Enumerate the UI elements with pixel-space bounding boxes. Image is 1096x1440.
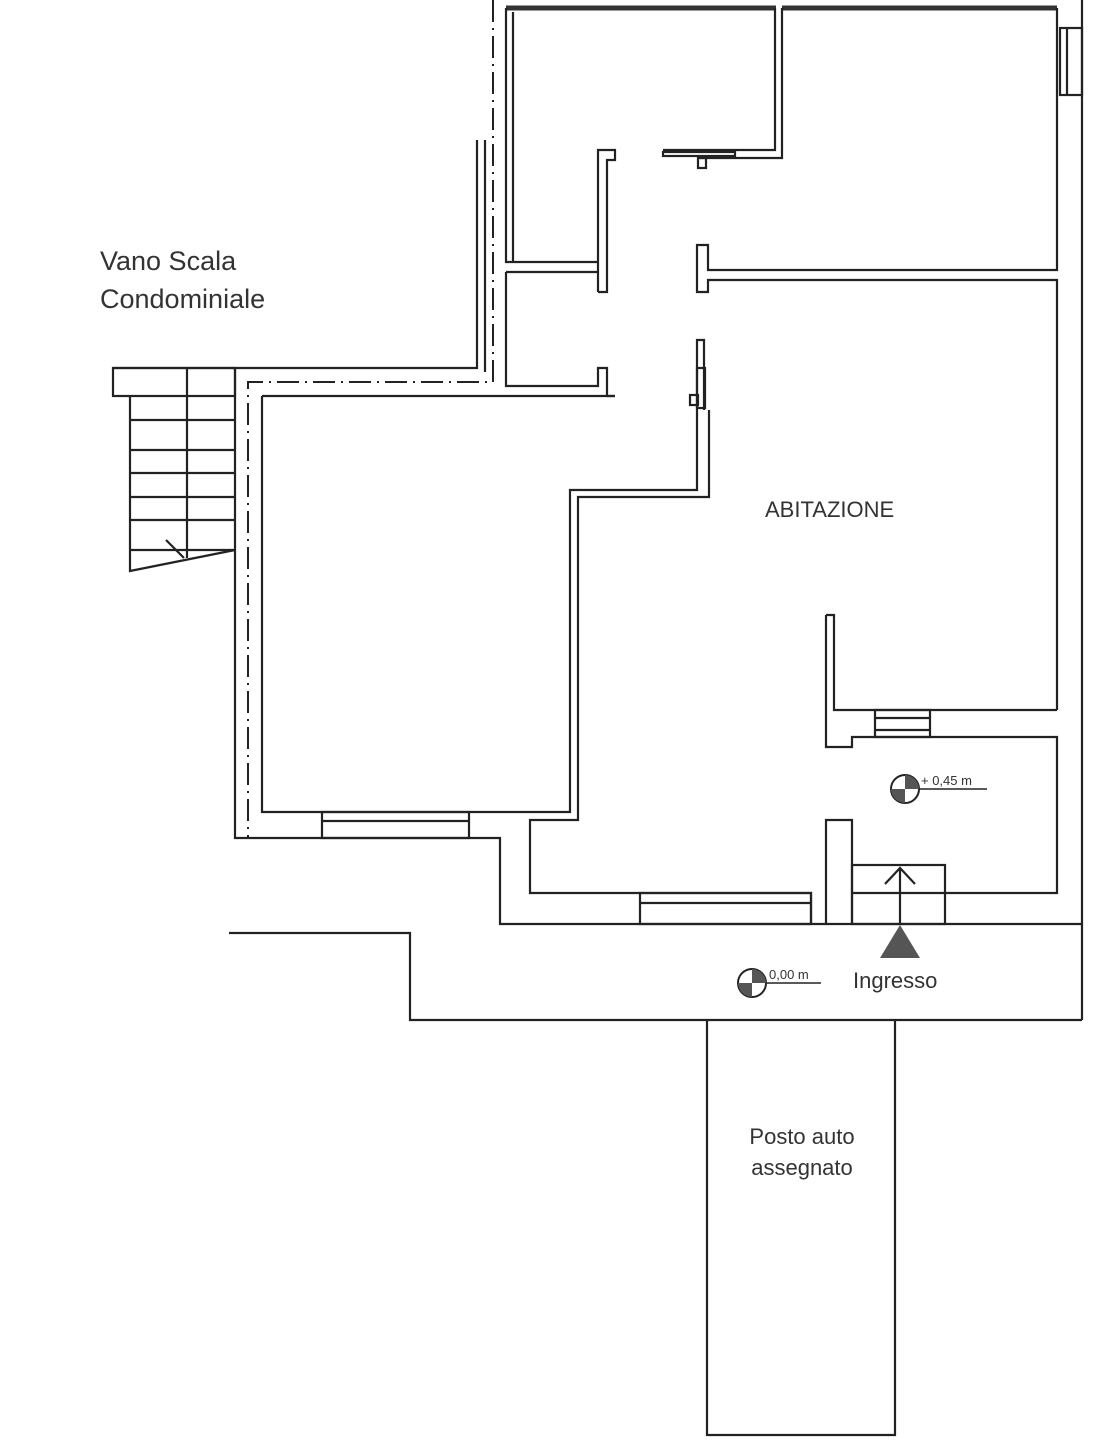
parking-label: assegnato — [751, 1155, 853, 1180]
property-boundary — [247, 0, 494, 838]
entry-arrow-icon — [880, 866, 920, 958]
dwelling-label: ABITAZIONE — [765, 497, 894, 522]
stair-label: Vano Scala — [100, 246, 237, 276]
stairs — [111, 366, 237, 573]
upper-rooms-walls — [504, 0, 1084, 1020]
window — [638, 891, 813, 926]
level-marker-icon — [890, 774, 987, 804]
level-interior: + 0,45 m — [921, 773, 972, 788]
stair-label: Condominiale — [100, 284, 265, 314]
stair-direction-arrow — [165, 539, 185, 559]
level-marker-icon — [737, 968, 821, 998]
window — [320, 810, 471, 840]
parking-space — [705, 1020, 897, 1437]
window — [1058, 26, 1084, 97]
entry-step — [850, 863, 947, 926]
window — [873, 708, 932, 739]
level-exterior: 0,00 m — [769, 967, 809, 982]
entrance-label: Ingresso — [853, 968, 937, 993]
parking-label: Posto auto — [749, 1124, 854, 1149]
